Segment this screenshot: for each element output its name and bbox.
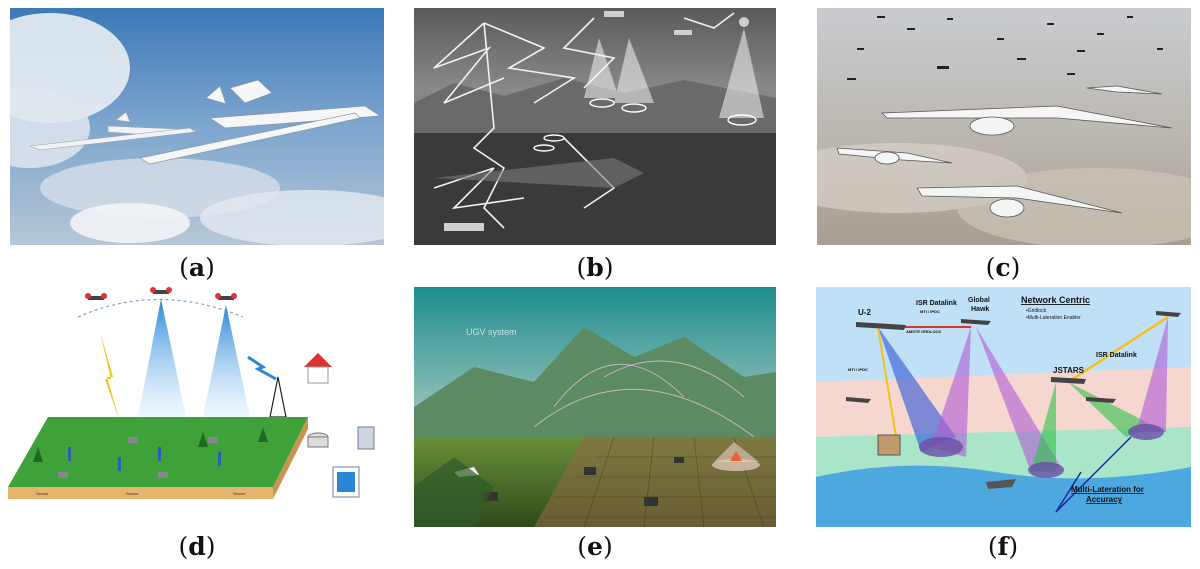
network-centric-label: Network Centric <box>1021 295 1090 305</box>
amste-grdlock-label: AMSTE GRDLOCK <box>906 329 941 334</box>
uav-large <box>139 79 382 165</box>
caption-a: (a) <box>179 253 215 282</box>
network-centric-bullet-1: •Gridlock <box>1026 308 1047 314</box>
caption-d: (d) <box>178 532 216 561</box>
isr-datalink-right-label: ISR Datalink <box>1096 352 1137 359</box>
isr-datalink-top-label: ISR Datalink <box>916 300 957 307</box>
panel-d-image: Sensor Sensor Sensor <box>8 287 388 527</box>
sensor-label-3: Sensor <box>233 491 246 496</box>
uav-small <box>29 111 201 151</box>
mti-ipdc-left-label: MTI / IPDC <box>848 367 868 372</box>
panel-f-image: U-2 ISR Datalink MTI / IPDC Global Hawk … <box>816 287 1191 527</box>
multilateration-label-2: Accuracy <box>1086 495 1123 504</box>
jstars-label: JSTARS <box>1053 366 1085 375</box>
network-centric-bullet-2: •Multi-Lateration Enabler <box>1026 315 1081 321</box>
u2-label: U-2 <box>858 308 871 317</box>
panel-e-image: UGV system <box>414 287 776 527</box>
global-hawk-label-2: Hawk <box>971 306 989 313</box>
panel-c-image <box>817 8 1191 245</box>
panel-b-image <box>414 8 776 245</box>
ugv-system-label: UGV system <box>466 327 517 337</box>
sensor-label-2: Sensor <box>126 491 139 496</box>
caption-b: (b) <box>576 253 614 282</box>
global-hawk-label-1: Global <box>968 297 990 304</box>
caption-f: (f) <box>987 532 1019 561</box>
multilateration-label-1: Multi-Lateration for <box>1071 485 1144 494</box>
caption-c: (c) <box>985 253 1021 282</box>
mti-ipdc-top-label: MTI / IPDC <box>920 309 940 314</box>
panel-a-image <box>10 8 384 245</box>
sensor-label-1: Sensor <box>36 491 49 496</box>
caption-e: (e) <box>577 532 613 561</box>
